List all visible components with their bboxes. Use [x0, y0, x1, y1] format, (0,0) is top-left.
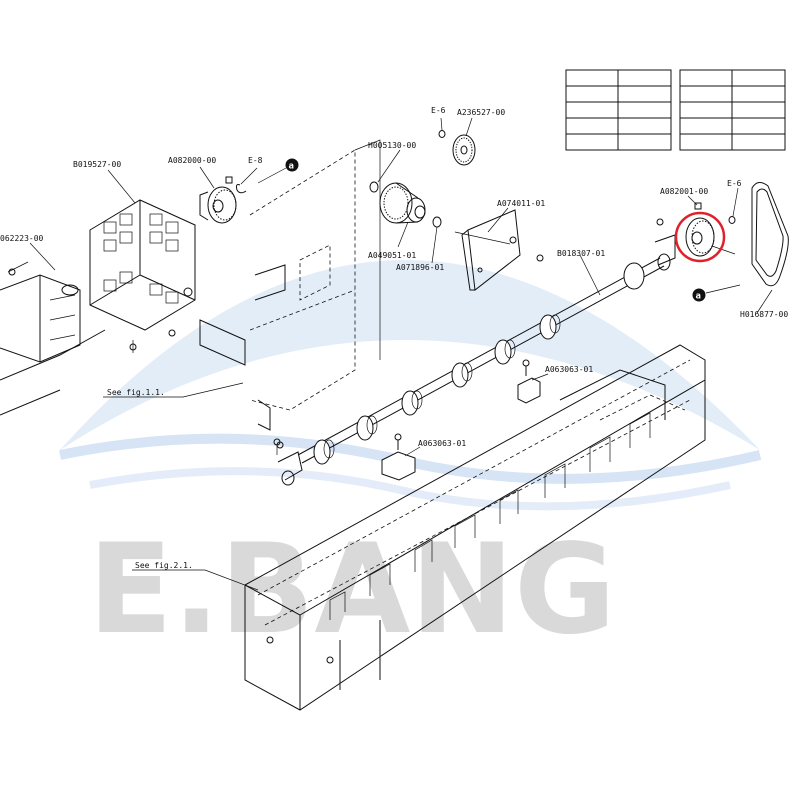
shaft-b018307: [277, 234, 676, 486]
label-a236527: A236527-00: [457, 108, 505, 117]
ring-a071896: [432, 216, 442, 228]
motor-assembly: [0, 261, 106, 416]
watermark: E.BANG: [58, 260, 762, 662]
label-b019527: B019527-00: [73, 160, 121, 169]
gear-a082001: [685, 202, 736, 257]
screw-shaft-left: [276, 441, 284, 449]
label-a071896: A071896-01: [396, 263, 444, 272]
svg-text:a: a: [289, 162, 294, 172]
label-a049051: A049051-01: [368, 251, 416, 260]
legend-table-left: [565, 69, 672, 151]
bracket-a074011: [454, 209, 544, 291]
label-062223: 062223-00: [0, 234, 44, 243]
bracket-a063063-lower: [381, 433, 416, 481]
label-h016877: H016877-00: [740, 310, 788, 319]
belt-h016877: [751, 182, 789, 287]
clip-e6-right: [728, 216, 736, 224]
mid-frame-panel: [199, 139, 381, 455]
label-a063063-upper: A063063-01: [545, 365, 593, 374]
clip-e8: [235, 184, 247, 194]
label-a082000: A082000-00: [168, 156, 216, 165]
label-see-fig-1-1: See fig.1.1.: [107, 388, 165, 397]
label-h005130: H005130-00: [368, 141, 416, 150]
label-a082001: A082001-00: [660, 187, 708, 196]
main-frame: [244, 344, 706, 711]
label-see-fig-2-1: See fig.2.1.: [135, 561, 193, 570]
label-b018307: B018307-01: [557, 249, 605, 258]
svg-text:a: a: [696, 292, 701, 302]
part-labels: E-6 A236527-00 H005130-00 B019527-00 A08…: [0, 106, 788, 570]
label-e8: E-8: [248, 156, 263, 165]
watermark-arc-blue: [60, 260, 760, 450]
callout-a-right: a: [692, 284, 741, 302]
watermark-text: E.BANG: [88, 518, 616, 662]
bracket-a063063-upper: [517, 359, 541, 404]
label-e6-top: E-6: [431, 106, 446, 115]
callout-a-left: a: [257, 158, 299, 184]
cage-bracket-b019527: [89, 199, 196, 353]
label-a063063-lower: A063063-01: [418, 439, 466, 448]
watermark-wave-2: [89, 467, 731, 511]
highlight-ring: [674, 211, 726, 263]
gear-a236527: [452, 134, 476, 166]
gear-cluster-a049051: [379, 182, 426, 224]
legend-table-right: [679, 69, 786, 151]
label-e6-right: E-6: [727, 179, 742, 188]
gear-a082000: [199, 176, 237, 224]
clip-e6-top: [438, 130, 446, 138]
screw-shaft-right: [656, 218, 664, 226]
ring-h005130: [369, 181, 379, 193]
leader-lines: [29, 117, 773, 591]
label-a074011: A074011-01: [497, 199, 545, 208]
